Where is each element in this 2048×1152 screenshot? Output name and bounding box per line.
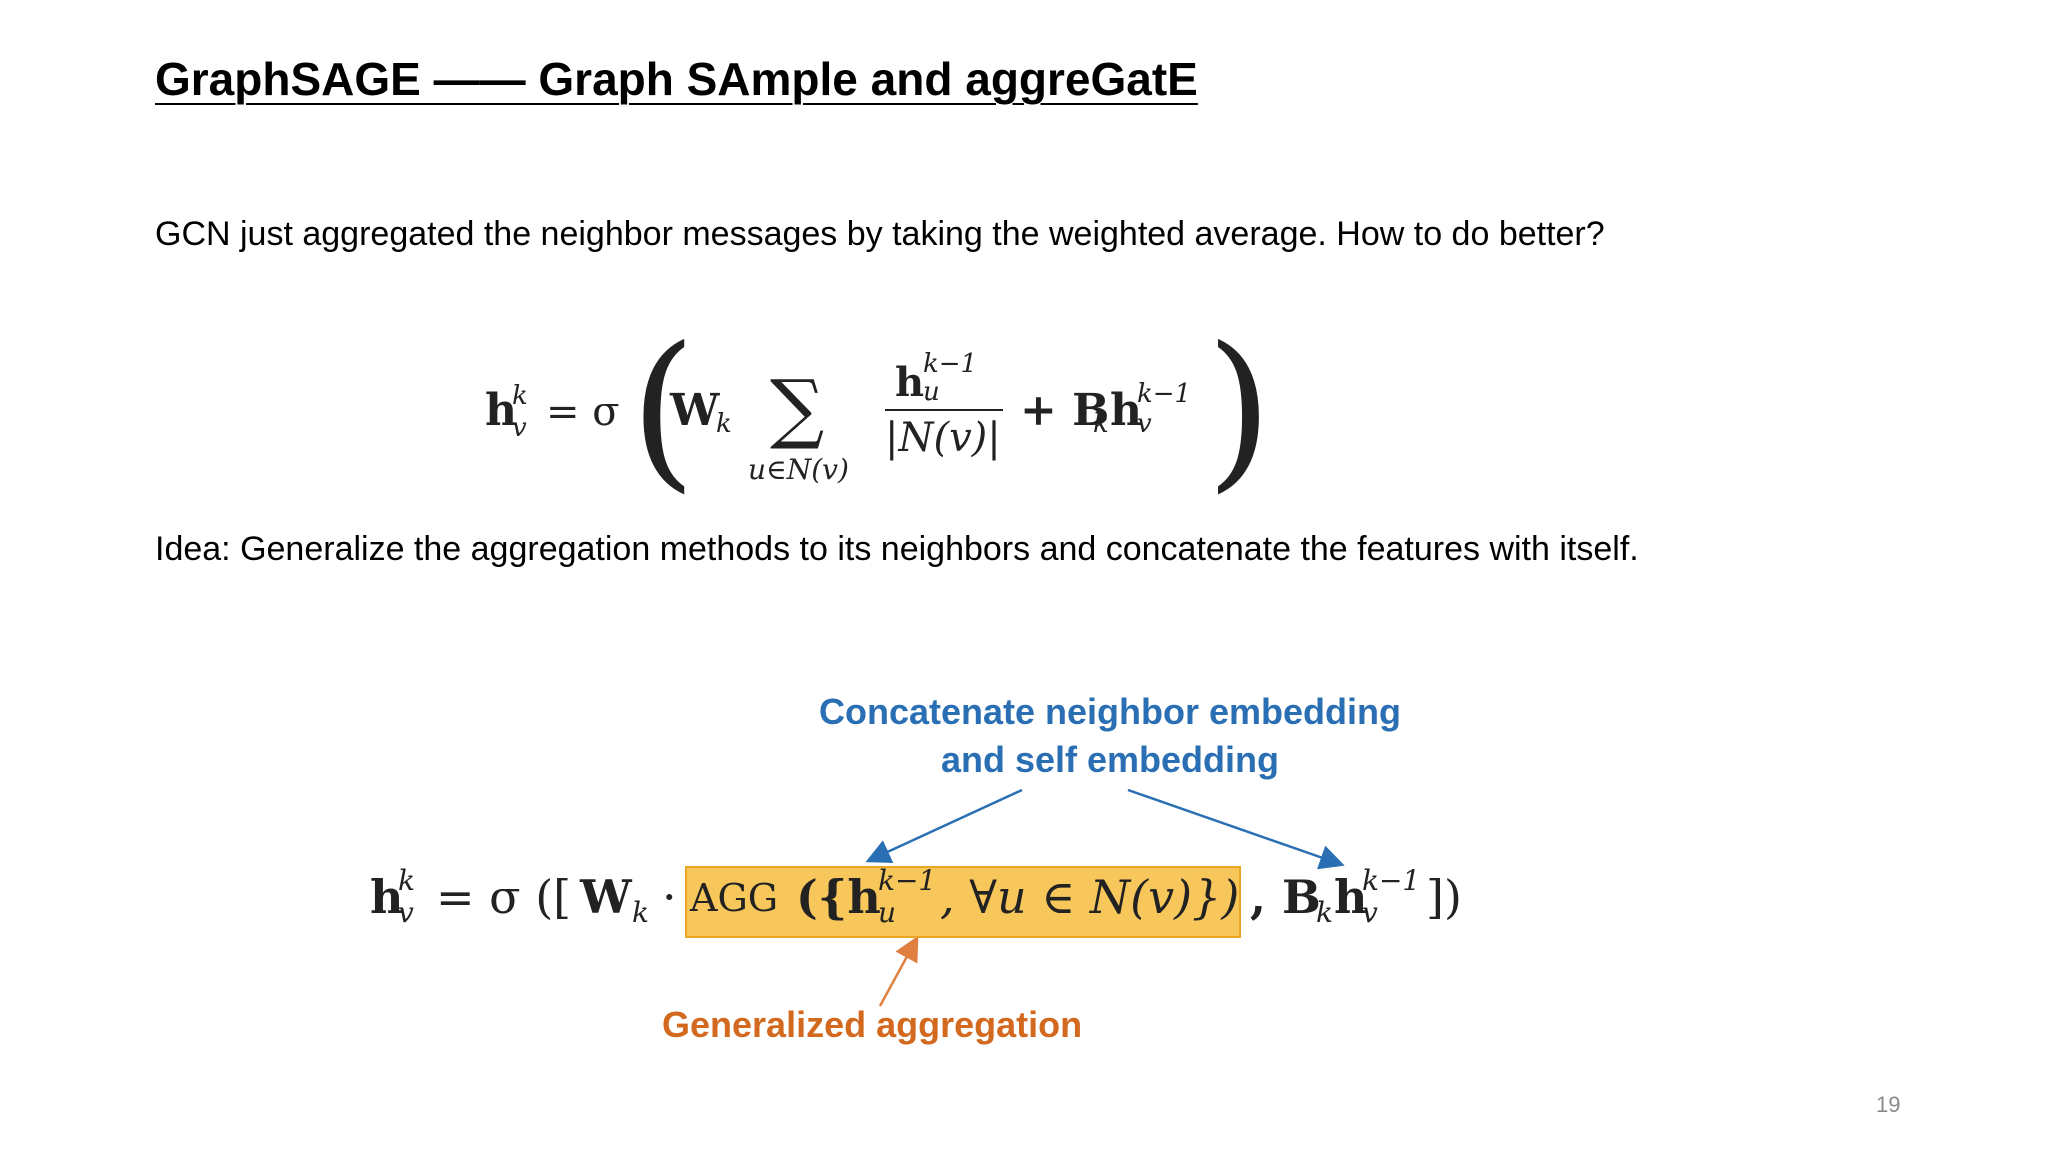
eq2-dot: · (662, 870, 677, 924)
concat-line1: Concatenate neighbor embedding (818, 691, 1402, 732)
eq2-h2-sub: v (1362, 896, 1378, 929)
eq2-hu-sup: k−1 (878, 864, 937, 897)
eq2-h-sup: k (398, 864, 415, 897)
eq1-h-sub: v (512, 413, 527, 443)
slide-title: GraphSAGE —— Graph SAmple and aggreGatE (155, 53, 1198, 105)
generalized-annotation: Generalized aggregation (662, 1004, 1083, 1045)
eq2-eq-sigma: = σ ([ (436, 870, 572, 924)
eq2-h-sub: v (398, 896, 414, 929)
eq2-W-sub: k (632, 896, 649, 929)
idea-text: Idea: Generalize the aggregation methods… (155, 530, 1639, 568)
eq2-close: ]) (1426, 870, 1462, 924)
intro-text: GCN just aggregated the neighbor message… (155, 215, 1605, 253)
page-number: 19 (1876, 1092, 1901, 1117)
agg-highlight (685, 866, 1241, 938)
eq2-comma-B: , B (1250, 870, 1321, 924)
eq1-frac-sub: u (923, 377, 940, 407)
eq1-h2-sup: k−1 (1137, 379, 1192, 409)
gcn-equation: h k v = σ ( W k ∑ u∈N(v) h k−1 u |N(v)| … (480, 325, 1272, 505)
eq1-eq-sigma: = σ (546, 389, 620, 435)
eq1-W-sub: k (716, 409, 732, 439)
eq2-h: h (370, 870, 404, 924)
eq2-B-sub: k (1316, 896, 1333, 929)
eq1-B-sub: k (1093, 409, 1109, 439)
arrow-from-generalized (878, 935, 919, 1007)
eq1-h2: h (1110, 385, 1142, 436)
arrow-to-self (1127, 788, 1345, 870)
eq2-W: W (580, 870, 632, 924)
concat-line2: and self embedding (940, 739, 1280, 780)
eq1-h: h (485, 385, 517, 436)
graphsage-equation: h k v = σ ([ W k · AGG ({h k−1 u , ∀u ∈ … (370, 850, 1490, 950)
eq2-h2-sup: k−1 (1362, 864, 1421, 897)
concat-annotation: Concatenate neighbor embedding and self … (780, 688, 1440, 784)
eq1-h2-sub: v (1137, 409, 1152, 439)
eq1-h-sup: k (512, 381, 528, 411)
eq1-sum-sub: u∈N(v) (748, 453, 849, 486)
eq2-hu-sub: u (878, 896, 897, 929)
eq2-agg-inner: ({h (796, 870, 881, 924)
eq2-h2: h (1334, 870, 1368, 924)
eq1-frac-bar (885, 409, 1003, 411)
eq1-frac-sup: k−1 (923, 349, 978, 379)
eq2-forall: , ∀u ∈ N(v)}) (940, 870, 1240, 924)
eq1-sum: ∑ (770, 363, 825, 452)
eq1-open-paren: ( (630, 311, 697, 509)
eq1-frac-h: h (895, 359, 925, 406)
eq1-plus-B: + B (1020, 385, 1110, 436)
eq2-agg: AGG (690, 876, 779, 920)
eq1-W: W (670, 385, 720, 436)
eq1-close-paren: ) (1206, 311, 1273, 509)
eq1-frac-den: |N(v)| (885, 415, 1001, 461)
arrow-to-agg (865, 788, 1023, 863)
